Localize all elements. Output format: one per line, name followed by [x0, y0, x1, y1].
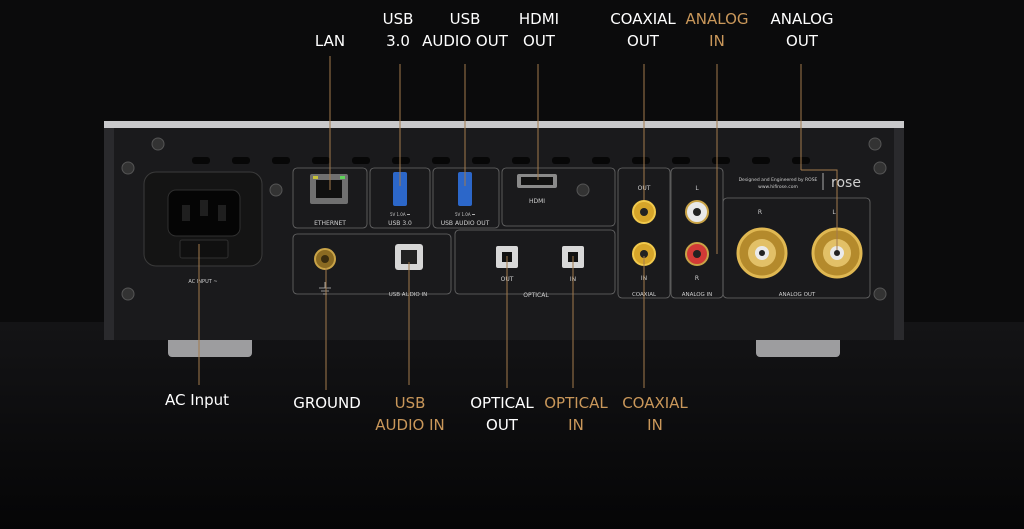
label-ac-input: AC Input — [164, 391, 230, 409]
label-optical-out: OPTICAL OUT — [470, 394, 534, 434]
chassis-top-edge — [104, 121, 904, 129]
panel-text-hdmi: HDMI — [529, 198, 545, 205]
rose-logo: rose — [831, 175, 861, 191]
panel-text-analog-in: ANALOG IN — [682, 292, 713, 298]
leader-lines — [198, 56, 838, 390]
panel-text-brand-line2: www.hifirose.com — [758, 184, 798, 190]
side-fins-left — [104, 128, 114, 340]
label-analog-out: ANALOG OUT — [770, 10, 834, 50]
label-analog-in: ANALOG IN — [685, 10, 749, 50]
panel-text-usb-audio-out: USB AUDIO OUT — [441, 220, 490, 227]
panel-text-usb-audio-in: USB AUDIO IN — [389, 292, 428, 298]
usb-audio-out-port[interactable] — [458, 172, 472, 206]
panel-text-analog-out-l: L — [832, 209, 836, 216]
panel-text-brand-line1: Designed and Engineered by ROSE — [739, 177, 818, 183]
label-coaxial-out: COAXIAL OUT — [610, 10, 676, 50]
panel-text-optical: OPTICAL — [523, 292, 549, 299]
screws — [121, 137, 887, 301]
panel-text-analog-in-l: L — [695, 185, 699, 192]
label-ground: GROUND — [293, 394, 361, 412]
label-optical-in: OPTICAL IN — [544, 394, 608, 434]
panel-text-analog-out: ANALOG OUT — [779, 292, 816, 298]
side-fins-right — [894, 128, 904, 340]
usb30-port[interactable] — [393, 172, 407, 206]
panel-text-ac-input: AC INPUT ~ — [188, 279, 217, 285]
fuse-drawer[interactable] — [179, 239, 229, 259]
panel-text-usb30: USB 3.0 — [388, 220, 412, 227]
vent-slots — [192, 157, 810, 164]
label-usb-audio-in: USB AUDIO IN — [375, 394, 445, 434]
label-coaxial-in: COAXIAL IN — [622, 394, 688, 434]
ground-symbol-icon — [319, 282, 331, 295]
panel-text-analog-out-r: R — [758, 209, 762, 216]
label-usb-3-0: USB 3.0 — [382, 10, 414, 50]
panel-text-usb-rating-1: 5V 1.0A ⎓ — [390, 212, 411, 217]
panel-text-analog-in-r: R — [695, 275, 699, 282]
label-lan: LAN — [314, 32, 346, 50]
panel-text-usb-rating-2: 5V 1.0A ⎓ — [455, 212, 476, 217]
panel-text-ethernet: ETHERNET — [314, 220, 346, 227]
label-hdmi-out: HDMI OUT — [518, 10, 560, 50]
label-usb-audio-out: USB AUDIO OUT — [422, 10, 508, 50]
